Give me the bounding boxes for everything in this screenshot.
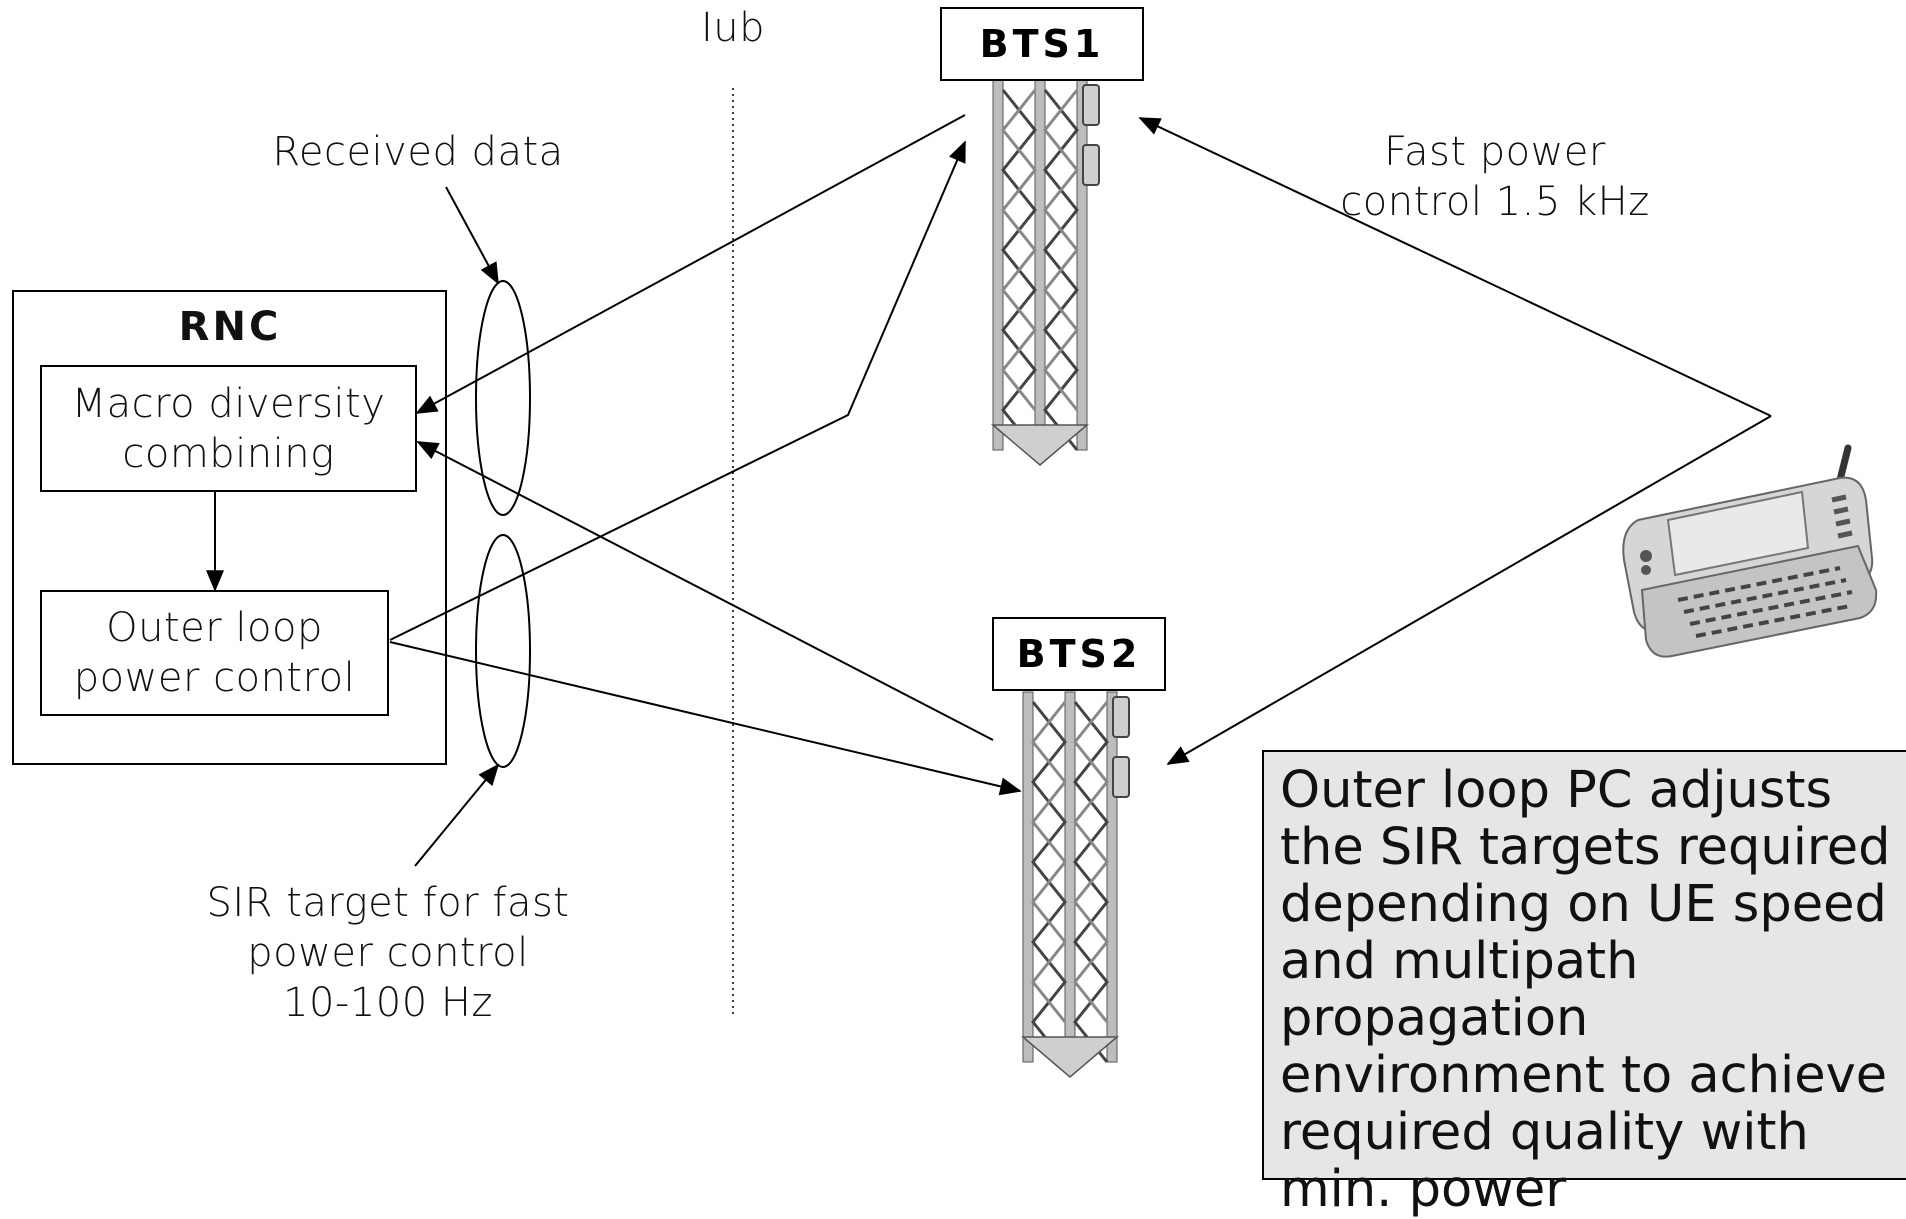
sir-target-ellipse	[476, 535, 530, 767]
bts1-tower-icon	[993, 80, 1099, 465]
macro-diversity-box: Macro diversity combining	[40, 365, 417, 492]
bts2-label: BTS2	[992, 617, 1166, 691]
outer-loop-box: Outer loop power control	[40, 590, 389, 716]
iub-label: Iub	[683, 3, 783, 53]
received-data-ellipse	[476, 281, 530, 515]
sir-target-pointer	[415, 765, 498, 866]
bts2-tower-icon	[1023, 692, 1129, 1077]
power-control-diagram: Iub BTS1 BTS2 Received data Fast power c…	[0, 0, 1906, 1161]
fast-power-control-label: Fast power control 1.5 kHz	[1330, 127, 1660, 227]
received-data-pointer	[446, 187, 498, 283]
outer-loop-note: Outer loop PC adjusts the SIR targets re…	[1262, 750, 1906, 1180]
olpc-to-bts2-arrow	[390, 642, 1020, 791]
bts1-label: BTS1	[940, 7, 1144, 81]
rnc-title: RNC	[150, 302, 310, 352]
sir-target-label: SIR target for fast power control 10-100…	[198, 878, 578, 1028]
bts2-to-mdc-arrow	[418, 442, 993, 740]
received-data-label: Received data	[258, 127, 578, 177]
